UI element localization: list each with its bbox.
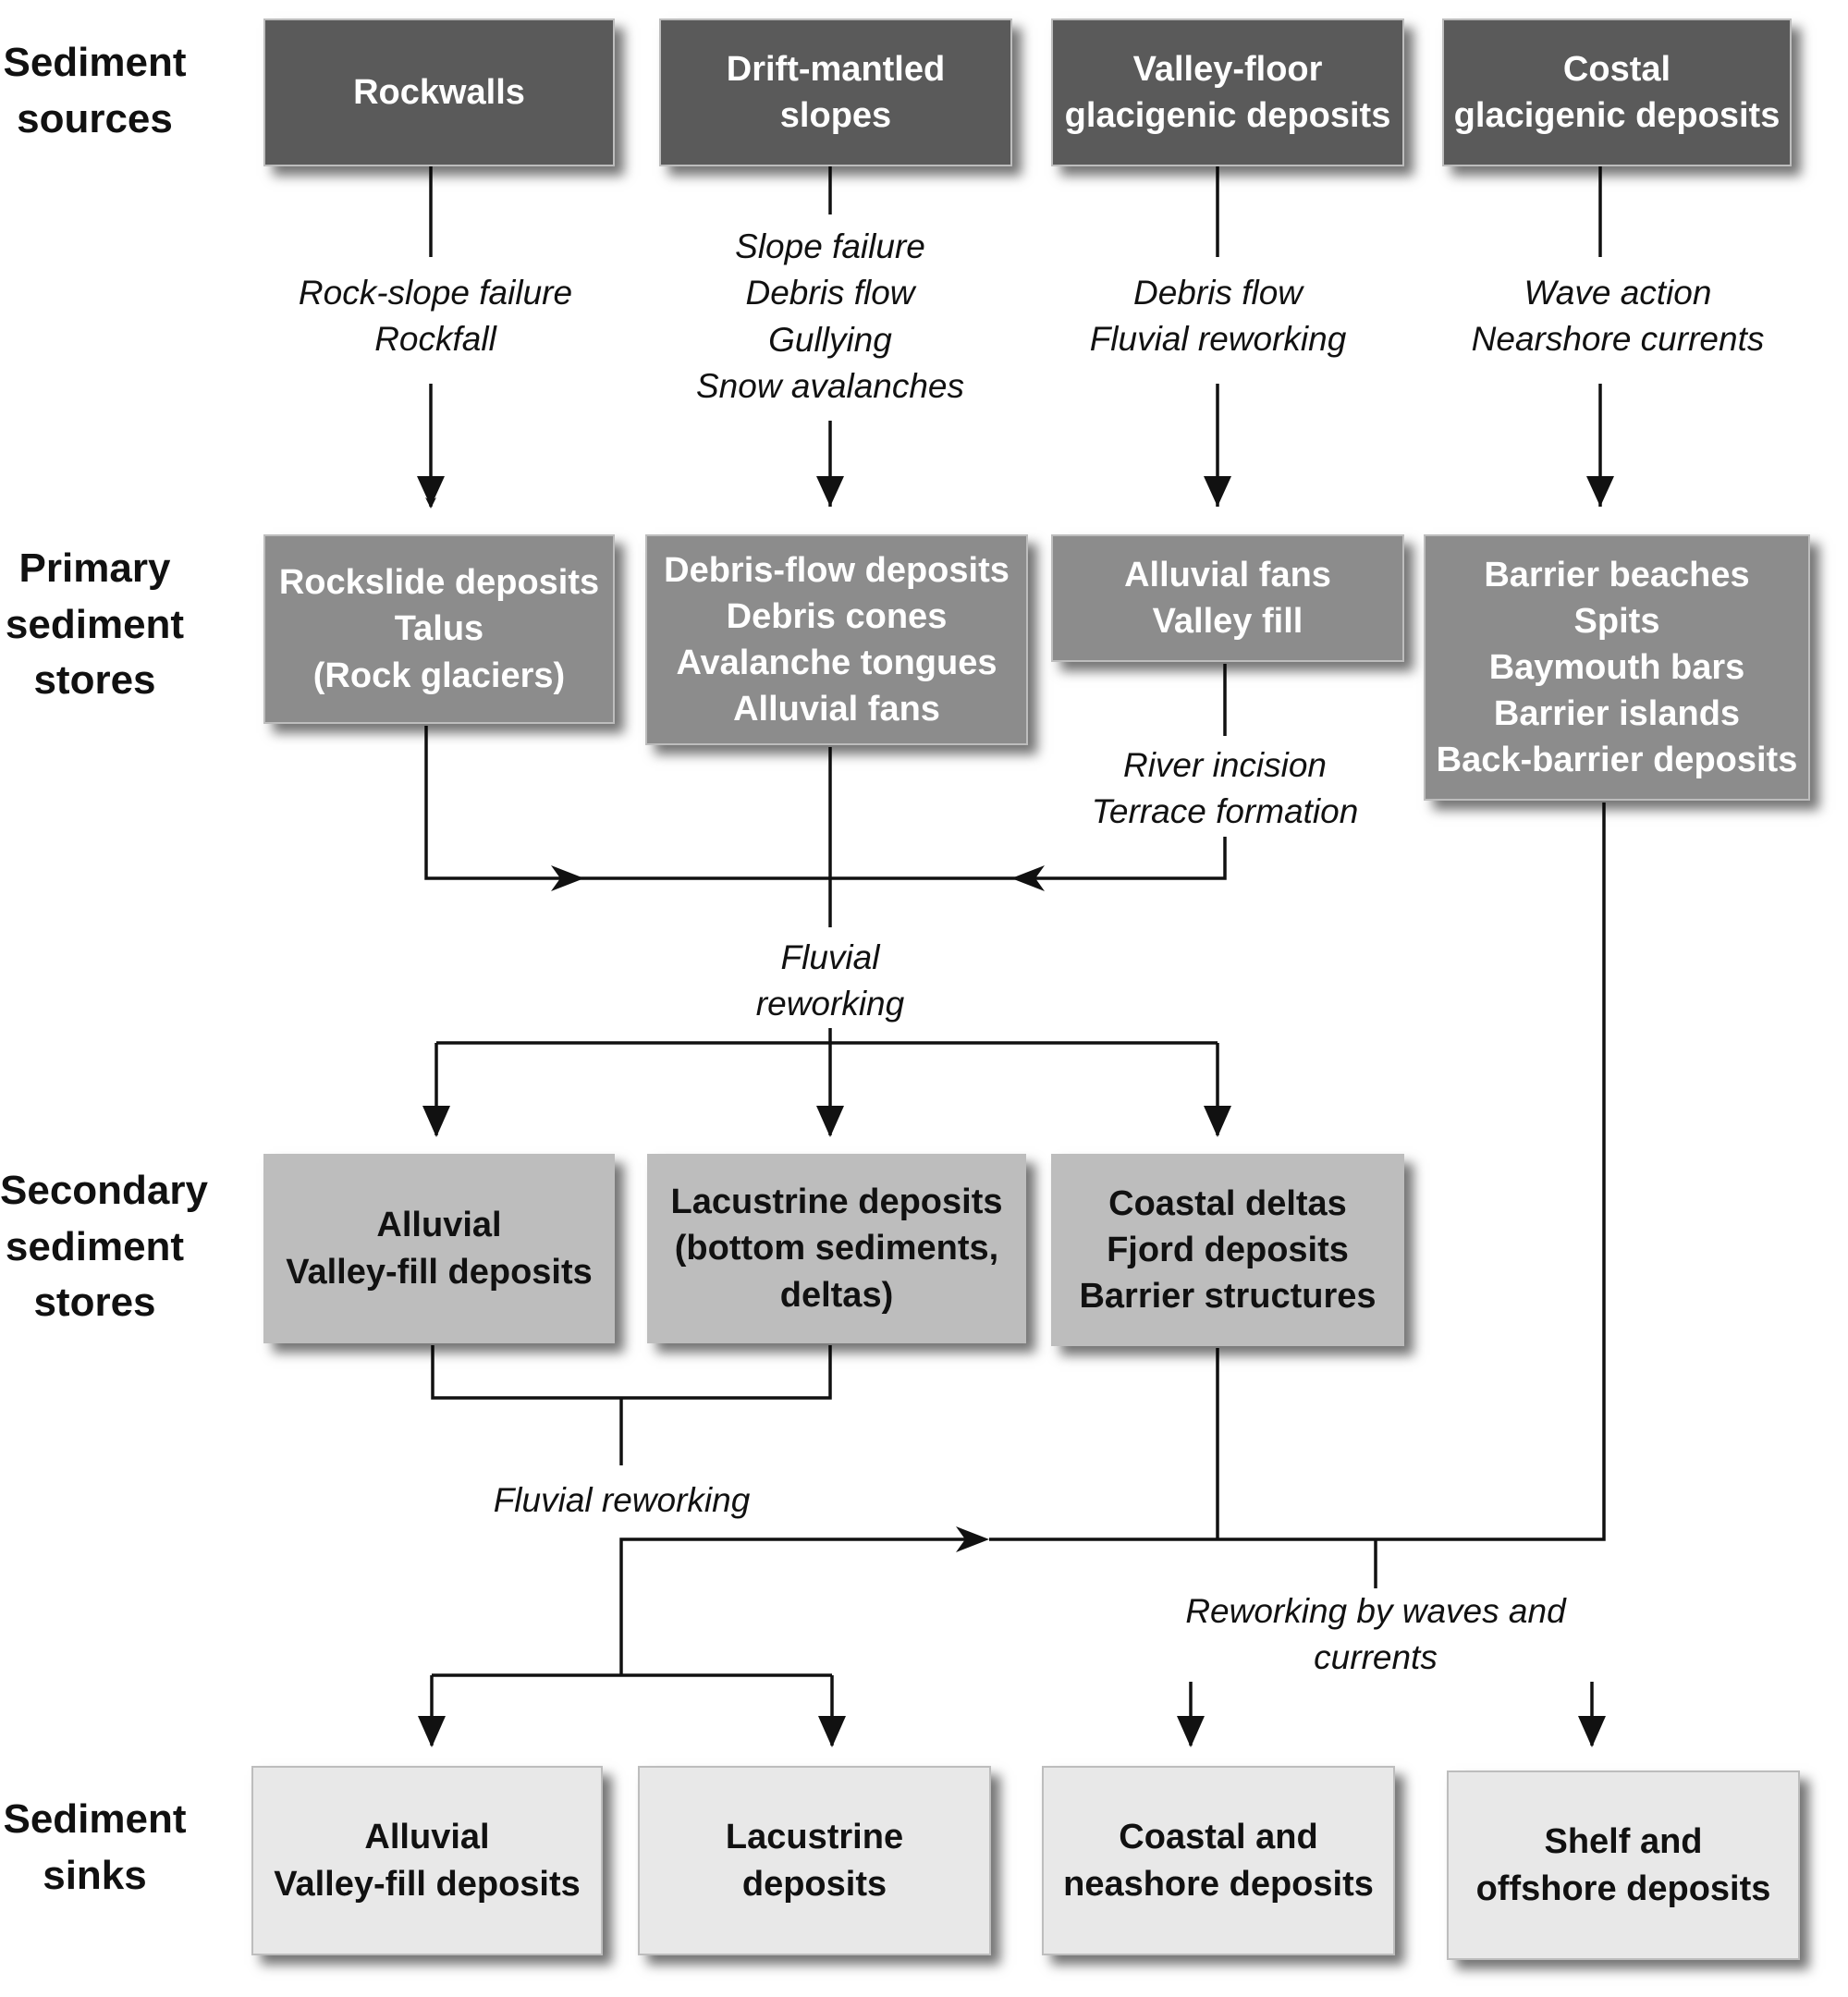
row-label-sinks: Sediment sinks: [3, 1796, 187, 1898]
secondary-lacustrine-box: Lacustrine deposits (bottom sediments, d…: [647, 1154, 1026, 1343]
process-fluvial-reworking-1: Fluvial reworking: [703, 935, 958, 1028]
connector-barrier: [989, 802, 1606, 1541]
arrowhead-secondary-coastal: [1204, 1106, 1231, 1137]
primary-barrier-box: Barrier beaches Spits Baymouth bars Barr…: [1424, 534, 1810, 801]
process-debris-flow: Debris flow Fluvial reworking: [1063, 270, 1373, 363]
process-slope-failure: Slope failure Debris flow Gullying Snow …: [682, 224, 978, 410]
arrowhead-secondary-lacustrine: [816, 1106, 844, 1137]
arrowhead-sink-lacustrine: [818, 1716, 846, 1747]
secondary-alluvial-box: Alluvial Valley-fill deposits: [263, 1154, 615, 1343]
primary-debris-flow-box: Debris-flow deposits Debris cones Avalan…: [645, 534, 1028, 745]
arrowhead-valley: [1204, 476, 1231, 507]
sink-coastal-box: Coastal and neashore deposits: [1042, 1766, 1395, 1955]
connector-fluvial2-path: [619, 1538, 980, 1675]
source-drift-mantled-box: Drift-mantled slopes: [659, 18, 1012, 166]
row-label-sources: Sediment sources: [3, 40, 187, 141]
process-rock-slope: Rock-slope failure Rockfall: [274, 270, 597, 363]
process-fluvial-reworking-2: Fluvial reworking: [490, 1477, 753, 1525]
arrowhead-rockslide-right: [551, 865, 584, 891]
process-reworking-waves: Reworking by waves and currents: [1137, 1588, 1614, 1682]
source-costal-box: Costal glacigenic deposits: [1442, 18, 1792, 166]
arrowhead-rockwalls: [417, 476, 445, 507]
secondary-coastal-box: Coastal deltas Fjord deposits Barrier st…: [1051, 1154, 1404, 1346]
arrowhead-fluvial2-right: [956, 1526, 989, 1552]
process-wave-action: Wave action Nearshore currents: [1461, 270, 1775, 363]
arrowhead-secondary-alluvial: [422, 1106, 450, 1137]
source-rockwalls-box: Rockwalls: [263, 18, 615, 166]
row-label-primary: Primary sediment stores: [5, 545, 185, 704]
arrowhead-sink-coastal: [1177, 1716, 1205, 1747]
connector-secondary-join: [431, 1345, 832, 1400]
process-river-incision: River incision Terrace formation: [1082, 742, 1368, 836]
sink-shelf-box: Shelf and offshore deposits: [1447, 1770, 1800, 1960]
primary-alluvial-fans-box: Alluvial fans Valley fill: [1051, 534, 1404, 662]
primary-rockslide-box: Rockslide deposits Talus (Rock glaciers): [263, 534, 615, 724]
sink-lacustrine-box: Lacustrine deposits: [638, 1766, 991, 1955]
arrowhead-terrace-left: [1011, 865, 1045, 891]
arrowhead-sink-shelf: [1578, 1716, 1606, 1747]
connector-rockslide: [424, 726, 573, 880]
source-valley-floor-box: Valley-floor glacigenic deposits: [1051, 18, 1404, 166]
arrowhead-drift: [816, 476, 844, 507]
row-label-secondary: Secondary sediment stores: [0, 1168, 208, 1326]
connector-terrace: [1017, 837, 1227, 880]
sink-alluvial-box: Alluvial Valley-fill deposits: [251, 1766, 603, 1955]
arrowhead-costal: [1586, 476, 1614, 507]
arrowhead-sink-alluvial: [418, 1716, 446, 1747]
